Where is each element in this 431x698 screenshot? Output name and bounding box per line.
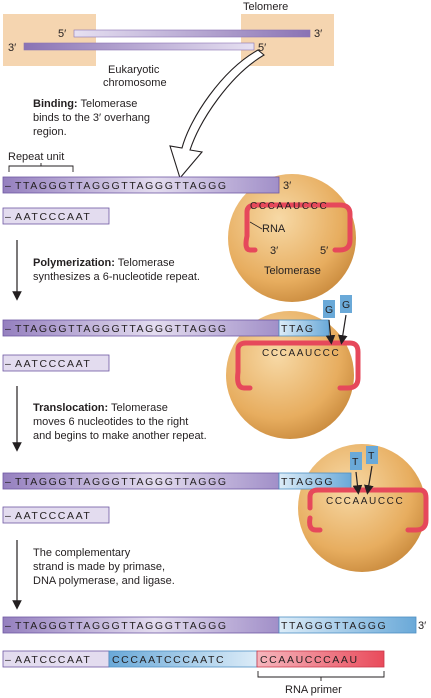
nuc-arrow-3 (352, 471, 363, 495)
rna-template-1: CCCAAUCCC (250, 201, 328, 212)
rna-primer-bracket (257, 671, 385, 681)
rna-template-2: CCCAAUCCC (262, 348, 340, 359)
polymerization-bold: Polymerization: (33, 257, 115, 269)
three-prime-bottom: 3′ (8, 42, 16, 54)
rna-primer-label: RNA primer (285, 684, 342, 696)
top-sequence-3: TTAGGGTTAGGGTTAGGGTTAGGG (15, 476, 228, 488)
nuc-arrow-2 (338, 314, 348, 345)
final-line1: The complementary (33, 547, 131, 559)
step-binding: – TTAGGGTTAGGGTTAGGGTTAGGG 3′ – AATCCCAA… (2, 174, 356, 302)
step-polymerization: – TTAGGGTTAGGGTTAGGGTTAGGG TTAG – AATCCC… (2, 295, 361, 439)
nuc-g-box-1 (323, 300, 335, 318)
telomere-label: Telomere (243, 1, 288, 13)
svg-text:Polymerization: Telomerase: Polymerization: Telomerase (33, 257, 175, 269)
bottom-sequence-2: AATCCCAAT (15, 358, 91, 370)
chromosome-label-2: chromosome (103, 77, 167, 89)
svg-text:Binding: Telomerase: Binding: Telomerase (33, 98, 137, 110)
chromosome-label-1: Eukaryotic (108, 64, 160, 76)
final-line2: strand is made by primase, (33, 561, 165, 573)
added-sequence-2: TTAG (281, 323, 315, 335)
nuc-g-2: G (342, 299, 350, 311)
final-primer-sequence: CCAAUCCCAAU (260, 654, 359, 666)
bottom-strand-3 (2, 506, 110, 524)
binding-line3: region. (33, 126, 67, 138)
binding-caption: Binding: Telomerase binds to the 3′ over… (33, 98, 150, 138)
top-sequence-2: TTAGGGTTAGGGTTAGGGTTAGGG (15, 323, 228, 335)
binding-line2: binds to the 3′ overhang (33, 112, 150, 124)
nuc-arrow-1 (325, 319, 336, 345)
rna-loop-3 (307, 487, 429, 533)
telomere-box-left (3, 14, 96, 66)
step-final: – TTAGGGTTAGGGTTAGGGTTAGGG TTAGGGTTAGGG … (2, 616, 426, 696)
translocation-line3: and begins to make another repeat. (33, 430, 207, 442)
polymerization-rest: Telomerase (115, 257, 175, 269)
binding-rest: Telomerase (78, 98, 138, 110)
top-sequence-1: TTAGGGTTAGGGTTAGGGTTAGGG (15, 180, 228, 192)
nuc-arrow-4 (364, 465, 374, 495)
three-prime-final: 3′ (418, 620, 426, 632)
bottom-strand-bar (23, 42, 255, 51)
step-translocation: – TTAGGGTTAGGGTTAGGGTTAGGG TTAGGG – AATC… (2, 444, 429, 572)
final-caption: The complementary strand is made by prim… (33, 547, 175, 587)
nuc-t-box-2 (366, 446, 378, 464)
translocation-bold: Translocation: (33, 402, 108, 414)
bottom-sequence-4: AATCCCAAT (15, 654, 91, 666)
nuc-g-box-2 (340, 295, 352, 313)
added-blue-2 (278, 319, 330, 337)
five-prime-rna: 5′ (320, 245, 328, 257)
rna-pointer (249, 221, 263, 230)
bottom-dash-1: – (5, 211, 12, 223)
bottom-sequence-3: AATCCCAAT (15, 510, 91, 522)
final-bottom-dna: CCCAATCCCAATC (112, 654, 225, 666)
polymerization-line2: synthesizes a 6-nucleotide repeat. (33, 271, 200, 283)
translocation-caption: Translocation: Telomerase moves 6 nucleo… (33, 402, 207, 442)
polymerization-caption: Polymerization: Telomerase synthesizes a… (33, 257, 200, 283)
top-dash-4: – (5, 620, 12, 632)
five-prime-bottom: 5′ (258, 42, 266, 54)
chromosome-overview: Telomere 5′ 3′ 3′ 5′ Eukaryotic chromoso… (3, 1, 334, 89)
svg-text:Translocation: Telomerase: Translocation: Telomerase (33, 402, 168, 414)
five-prime-top: 5′ (58, 28, 66, 40)
final-line3: DNA polymerase, and ligase. (33, 575, 175, 587)
bottom-sequence-1: AATCCCAAT (15, 211, 91, 223)
repeat-unit-bracket (8, 163, 74, 172)
translocation-line2: moves 6 nucleotides to the right (33, 416, 188, 428)
three-prime-top: 3′ (314, 28, 322, 40)
top-dash-3: – (5, 476, 12, 488)
nuc-t-2: T (368, 450, 375, 462)
zoom-arrow (169, 49, 265, 180)
bottom-dash-3: – (5, 510, 12, 522)
top-dash-1: – (5, 180, 12, 192)
bottom-strand-1 (2, 207, 110, 225)
rna-template-3: CCCAAUCCC (326, 496, 404, 507)
rna-loop-1 (243, 202, 353, 253)
bottom-dash-2: – (5, 358, 12, 370)
three-prime-1: 3′ (283, 180, 291, 192)
nuc-g-1: G (325, 304, 333, 316)
final-extension: TTAGGGTTAGGG (281, 620, 387, 632)
three-prime-rna: 3′ (270, 245, 278, 257)
bottom-dash-4: – (5, 654, 12, 666)
bottom-strand-2 (2, 354, 110, 372)
added-blue-4 (278, 616, 417, 634)
repeat-unit-label: Repeat unit (8, 151, 64, 163)
top-strand-1 (2, 176, 280, 194)
top-strand-bar (73, 29, 311, 38)
top-dash-2: – (5, 323, 12, 335)
nuc-t-box-1 (350, 452, 362, 470)
rna-label: RNA (262, 223, 286, 235)
binding-bold: Binding: (33, 98, 78, 110)
translocation-rest: Telomerase (108, 402, 168, 414)
nuc-t-1: T (352, 456, 359, 468)
rna-loop-2 (235, 340, 361, 391)
top-sequence-4: TTAGGGTTAGGGTTAGGGTTAGGG (15, 620, 228, 632)
rna-primer-block (256, 650, 385, 668)
added-sequence-3: TTAGGG (281, 476, 334, 488)
telomerase-label: Telomerase (264, 265, 321, 277)
